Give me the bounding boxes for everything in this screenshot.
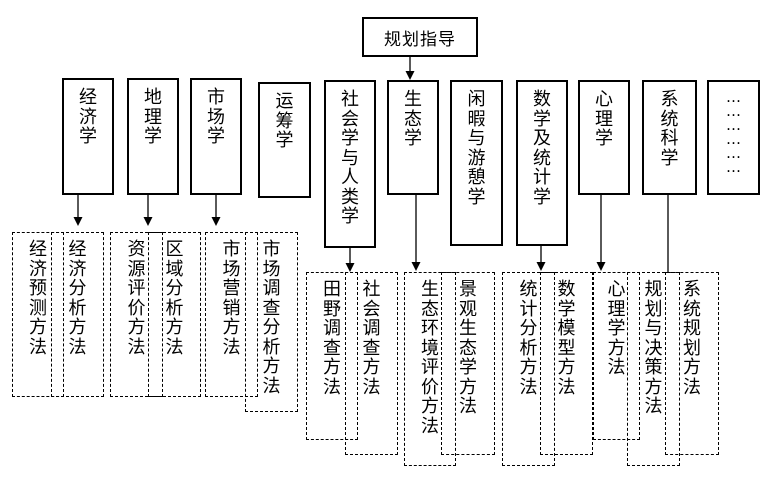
arrow-marketing <box>211 195 221 226</box>
arrow-economics <box>73 195 83 226</box>
root-box-planning-guidance: 规划指导 <box>362 17 478 57</box>
method-box-market-marketing: 市场营销方法 <box>205 232 258 397</box>
discipline-box-operations-research: 运筹学 <box>258 82 311 198</box>
method-label: 经济分析方法 <box>68 239 87 358</box>
method-label: 市场调查分析方法 <box>262 239 281 397</box>
discipline-label: 数学及统计学 <box>532 89 551 208</box>
discipline-label: 运筹学 <box>275 91 294 151</box>
method-box-social-survey: 社会调查方法 <box>345 272 398 455</box>
method-box-regional-analysis: 区域分析方法 <box>148 232 201 397</box>
discipline-box-leisure-recreation: 闲暇与游憩学 <box>450 80 503 246</box>
method-label: 区域分析方法 <box>165 239 184 358</box>
method-box-economic-forecasting: 经济预测方法 <box>12 232 64 397</box>
arrow-head <box>411 262 421 271</box>
discipline-box-sociology-anthropology: 社会学与人类学 <box>324 80 376 248</box>
discipline-box-ecology: 生态学 <box>387 80 439 195</box>
arrow-head <box>73 217 83 226</box>
method-box-field-survey: 田野调查方法 <box>306 272 358 440</box>
method-label: 规划与决策方法 <box>644 279 663 417</box>
method-label: 经济预测方法 <box>28 239 47 358</box>
discipline-box-systems-science: 系统科学 <box>642 80 697 195</box>
discipline-label: 地理学 <box>143 87 162 147</box>
discipline-box-economics: 经济学 <box>62 78 114 195</box>
discipline-label-ellipsis: ……………… <box>726 88 741 176</box>
discipline-label: 闲暇与游憩学 <box>467 89 486 208</box>
method-box-market-survey-analysis: 市场调查分析方法 <box>245 232 298 412</box>
discipline-label: 社会学与人类学 <box>340 89 359 227</box>
discipline-box-geography: 地理学 <box>127 78 179 195</box>
discipline-box-psychology: 心理学 <box>578 80 630 195</box>
method-box-system-planning: 系统规划方法 <box>665 272 719 455</box>
root-label: 规划指导 <box>384 29 456 50</box>
discipline-box-mathematics-statistics: 数学及统计学 <box>516 80 568 246</box>
method-label: 社会调查方法 <box>362 279 381 398</box>
arrow-mathematics-statistics <box>536 246 546 271</box>
method-label: 数学模型方法 <box>557 279 576 398</box>
method-box-psychology-method: 心理学方法 <box>593 272 640 440</box>
arrow-head <box>596 262 606 271</box>
arrow-ecology <box>411 195 421 271</box>
arrow-head <box>405 71 415 80</box>
discipline-label: 系统科学 <box>660 89 679 169</box>
method-label: 心理学方法 <box>607 279 626 378</box>
discipline-box-marketing: 市场学 <box>190 78 242 195</box>
arrow-psychology <box>596 195 606 271</box>
method-label: 田野调查方法 <box>322 279 341 398</box>
discipline-label: 心理学 <box>594 89 613 149</box>
discipline-label: 经济学 <box>78 87 97 147</box>
method-label: 统计分析方法 <box>519 279 538 398</box>
method-box-eco-environment-assessment: 生态环境评价方法 <box>404 272 456 466</box>
arrow-head <box>345 263 355 272</box>
discipline-label: 市场学 <box>206 87 225 147</box>
method-box-landscape-ecology: 景观生态学方法 <box>441 272 495 455</box>
method-label: 市场营销方法 <box>222 239 241 358</box>
method-label: 生态环境评价方法 <box>420 279 439 437</box>
method-label: 资源评价方法 <box>127 239 146 358</box>
arrow-head <box>143 217 153 226</box>
method-label: 系统规划方法 <box>682 279 701 398</box>
method-label: 景观生态学方法 <box>458 279 477 417</box>
arrow-head <box>211 217 221 226</box>
method-box-mathematical-model: 数学模型方法 <box>540 272 593 455</box>
arrow-head <box>536 262 546 271</box>
method-box-planning-decision: 规划与决策方法 <box>627 272 680 466</box>
method-box-economic-analysis: 经济分析方法 <box>51 232 104 397</box>
arrow-geography <box>143 195 153 226</box>
arrow-root-to-disciplines <box>405 55 415 80</box>
discipline-label: 生态学 <box>403 89 422 149</box>
discipline-box-more: ……………… <box>707 80 760 195</box>
method-box-statistical-analysis: 统计分析方法 <box>502 272 555 466</box>
method-box-resource-evaluation: 资源评价方法 <box>110 232 163 397</box>
arrow-sociology-anthropology <box>345 248 355 272</box>
